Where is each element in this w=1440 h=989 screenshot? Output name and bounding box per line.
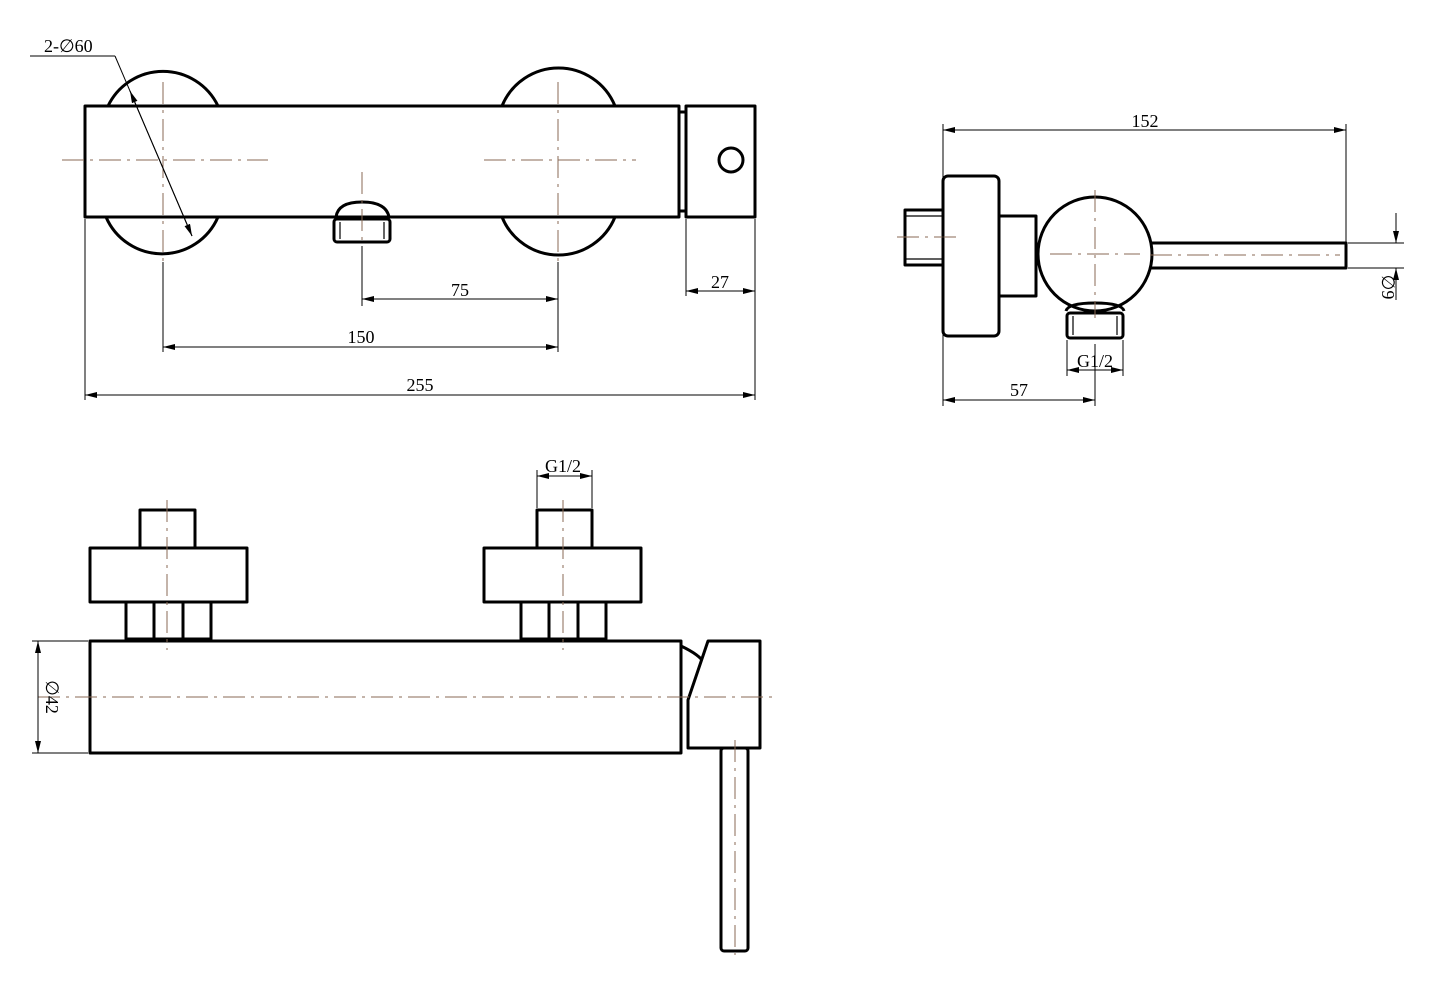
left-nut bbox=[124, 600, 213, 641]
body-diameter-label: ∅42 bbox=[42, 680, 62, 714]
span-outlet-label: 75 bbox=[451, 280, 469, 300]
left-flange bbox=[88, 546, 249, 604]
flange-right-top bbox=[500, 66, 617, 107]
side-flange bbox=[941, 174, 1001, 338]
right-inlet-stub bbox=[535, 508, 594, 550]
flange-left-top bbox=[106, 69, 220, 107]
mixer-body-top bbox=[83, 104, 681, 219]
handle-diameter-label: ∅9 bbox=[1378, 275, 1398, 300]
depth-label: 152 bbox=[1132, 111, 1159, 131]
handle-hole bbox=[717, 146, 745, 174]
flange-right-bottom bbox=[500, 216, 617, 257]
flange-left-bottom bbox=[104, 216, 220, 256]
front-thread-label: G1/2 bbox=[545, 456, 581, 476]
outlet-offset-label: 57 bbox=[1010, 380, 1028, 400]
side-nut bbox=[997, 214, 1038, 298]
side-thread-label: G1/2 bbox=[1077, 351, 1113, 371]
side-view: 152 57 G1/2 ∅9 bbox=[897, 111, 1404, 406]
front-view: G1/2 ∅42 bbox=[32, 456, 775, 955]
top-view: 2-∅60 75 150 27 255 bbox=[30, 36, 757, 400]
handle-width-label: 27 bbox=[711, 272, 729, 292]
total-length-label: 255 bbox=[407, 375, 434, 395]
span-centers-label: 150 bbox=[348, 327, 375, 347]
diameter-label-top: 2-∅60 bbox=[44, 36, 93, 56]
